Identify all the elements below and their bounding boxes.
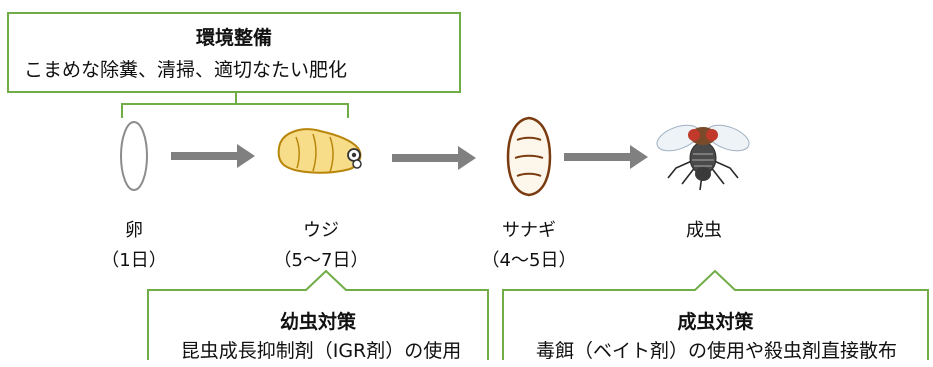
environment-box-body: こまめな除糞、清掃、適切なたい肥化 (24, 59, 348, 81)
environment-box-title: 環境整備 (195, 27, 272, 49)
stage-days-larva: （5～7日） (273, 250, 369, 271)
stage-name-egg: 卵 (125, 220, 143, 241)
arrow-larva-to-pupa (392, 146, 476, 170)
egg-icon (120, 121, 148, 191)
stage-name-larva: ウジ (303, 220, 339, 241)
adult-box (502, 269, 929, 360)
larva-box-title: 幼虫対策 (279, 311, 356, 333)
larva-box (147, 269, 489, 360)
stage-days-egg: （1日） (101, 250, 167, 271)
pupa-icon (506, 116, 552, 197)
adult-box-body: 毒餌（ベイト剤）の使用や殺虫剤直接散布 (535, 340, 897, 362)
larva-box-body: 昆虫成長抑制剤（IGR剤）の使用 (180, 340, 462, 362)
arrow-egg-to-larva (171, 144, 255, 168)
environment-bracket (121, 92, 349, 118)
stage-name-adult: 成虫 (686, 220, 722, 241)
larva-icon (277, 128, 362, 174)
stage-days-pupa: （4～5日） (481, 250, 577, 271)
stage-name-pupa: サナギ (502, 220, 556, 241)
fly-icon (656, 124, 750, 191)
adult-box-title: 成虫対策 (677, 311, 754, 333)
environment-box (7, 12, 461, 93)
arrow-pupa-to-adult (564, 145, 648, 169)
